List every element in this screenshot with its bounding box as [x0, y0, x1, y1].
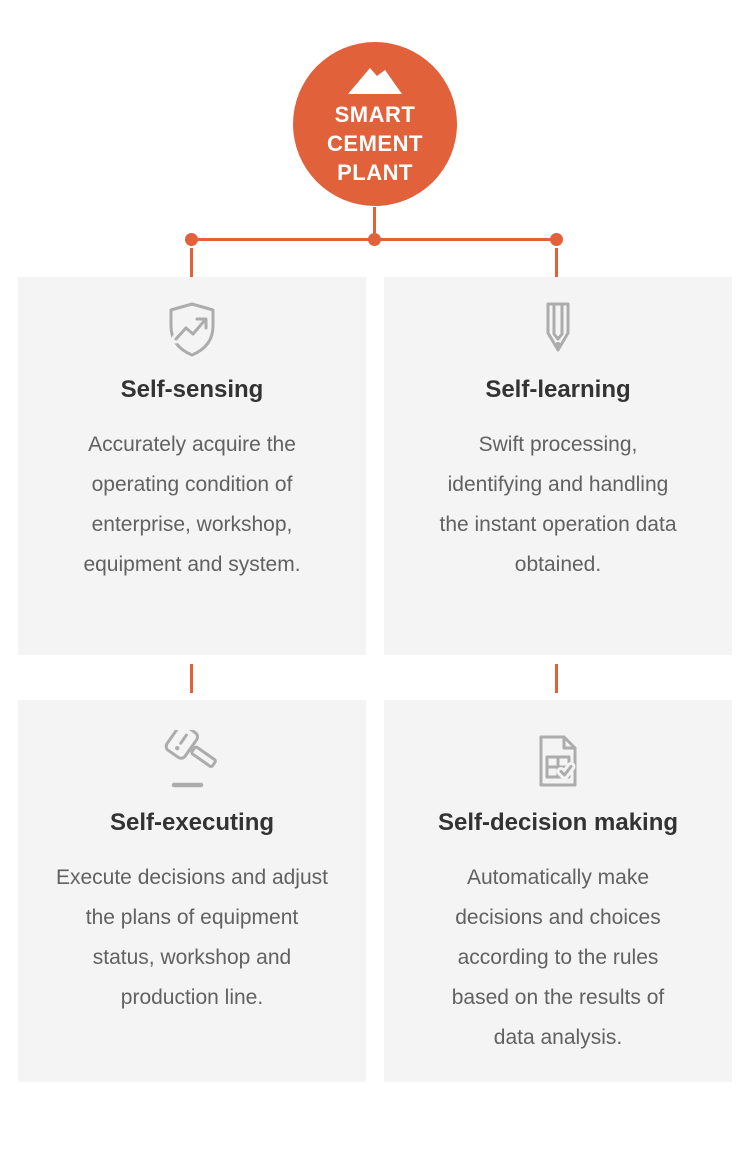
card-body: Automatically make decisions and choices… — [452, 858, 664, 1058]
card-body-line: the instant operation data — [439, 513, 677, 536]
card-body-line: status, workshop and — [92, 946, 292, 969]
card-body-line: data analysis. — [493, 1026, 623, 1049]
card-body-line: enterprise, workshop, — [91, 513, 293, 536]
hub-title-line: PLANT — [337, 159, 413, 185]
document-check-icon — [539, 735, 577, 787]
card-title: Self-decision making — [437, 809, 679, 836]
card-body-line: identifying and handling — [447, 473, 669, 496]
card-body-line: Swift processing, — [478, 433, 638, 456]
pencil-icon — [546, 302, 570, 352]
card-body-line: based on the results of — [451, 986, 665, 1009]
card-body-line: decisions and choices — [455, 906, 661, 929]
card-title: Self-learning — [485, 376, 631, 403]
card-body-line: Accurately acquire the — [88, 433, 296, 456]
card-self-sensing: Self-sensing Accurately acquire the oper… — [18, 277, 366, 655]
hub-title: SMART CEMENT PLANT — [327, 100, 423, 187]
card-body-line: operating condition of — [91, 473, 293, 496]
connector-dot-center — [368, 233, 381, 246]
shield-trend-icon — [169, 302, 215, 357]
card-title: Self-sensing — [120, 376, 264, 403]
hub-title-line: CEMENT — [327, 130, 423, 156]
card-self-decision-making: Self-decision making Automatically make … — [384, 700, 732, 1082]
card-body: Execute decisions and adjust the plans o… — [56, 858, 328, 1018]
connector-mid-right — [555, 664, 558, 693]
card-body: Accurately acquire the operating conditi… — [83, 425, 300, 585]
card-title: Self-executing — [109, 809, 275, 836]
card-body-line: according to the rules — [457, 946, 659, 969]
connector-mid-left — [190, 664, 193, 693]
mountain-icon — [348, 67, 402, 94]
card-self-executing: Self-executing Execute decisions and adj… — [18, 700, 366, 1082]
card-self-learning: Self-learning Swift processing, identify… — [384, 277, 732, 655]
card-body: Swift processing, identifying and handli… — [439, 425, 676, 585]
card-body-line: Execute decisions and adjust — [55, 866, 328, 889]
connector-drop-right — [555, 248, 558, 277]
connector-drop-left — [190, 248, 193, 277]
card-body-line: the plans of equipment — [85, 906, 299, 929]
hub-circle: SMART CEMENT PLANT — [293, 42, 457, 206]
connector-dot-right — [550, 233, 563, 246]
hub-title-line: SMART — [334, 101, 416, 127]
card-body-line: Automatically make — [466, 866, 650, 889]
card-body-line: production line. — [120, 986, 264, 1009]
gavel-icon — [164, 730, 217, 788]
card-body-line: equipment and system. — [83, 553, 301, 576]
connector-dot-left — [185, 233, 198, 246]
connector-stem — [373, 207, 376, 233]
card-body-line: obtained. — [514, 553, 602, 576]
